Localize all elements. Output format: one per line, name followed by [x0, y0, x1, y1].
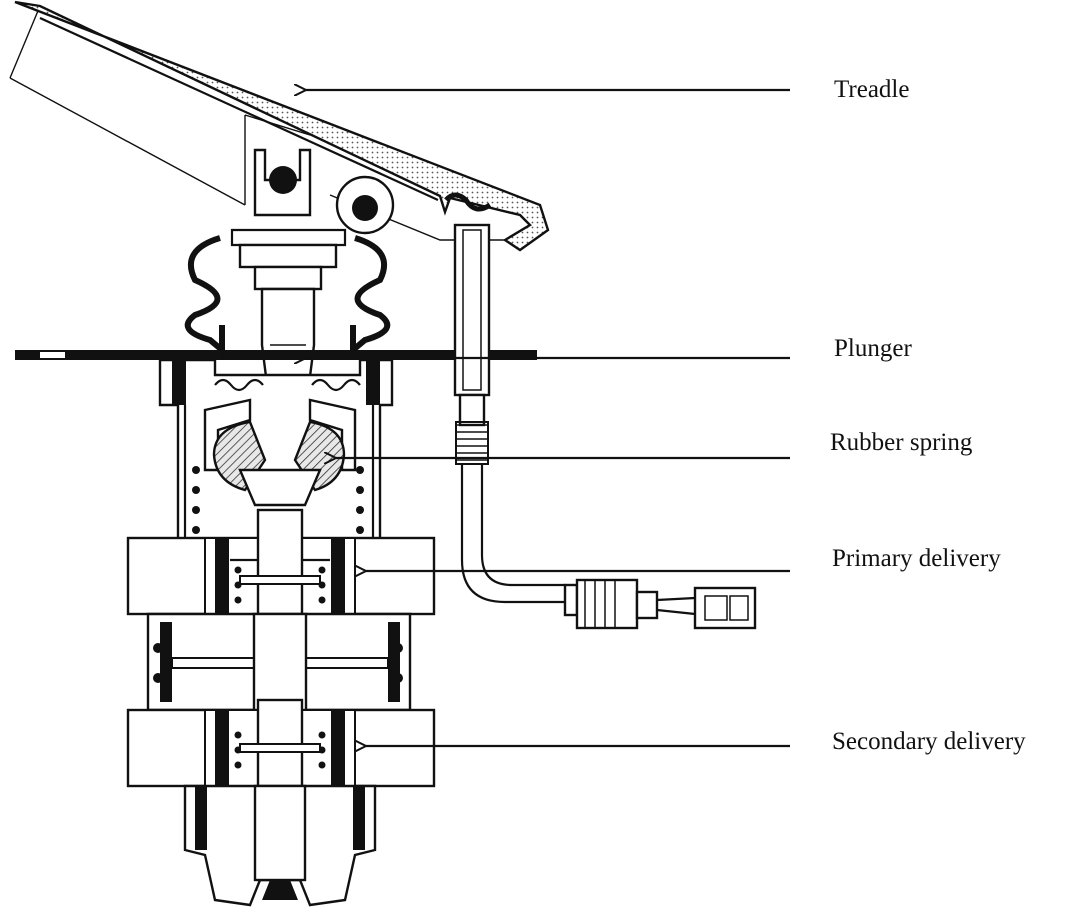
rubber-spring-label: Rubber spring: [830, 429, 973, 456]
treadle-pedal: [9, 0, 550, 252]
secondary-delivery-label: Secondary delivery: [832, 728, 1026, 755]
plunger-label: Plunger: [834, 335, 912, 362]
primary-delivery-label: Primary delivery: [832, 545, 1001, 572]
primary-delivery-section: [126, 508, 436, 622]
secondary-delivery-section: [126, 698, 436, 802]
callouts: [306, 90, 790, 746]
middle-housing: [146, 612, 412, 716]
upper-housing: [158, 358, 394, 542]
mounting-plate: [15, 335, 537, 360]
rubber-spring: [212, 420, 346, 507]
rubber-boot: [184, 228, 391, 357]
lower-housing: [183, 784, 377, 907]
treadle-label: Treadle: [834, 76, 909, 103]
sensor-cable: [453, 223, 757, 630]
